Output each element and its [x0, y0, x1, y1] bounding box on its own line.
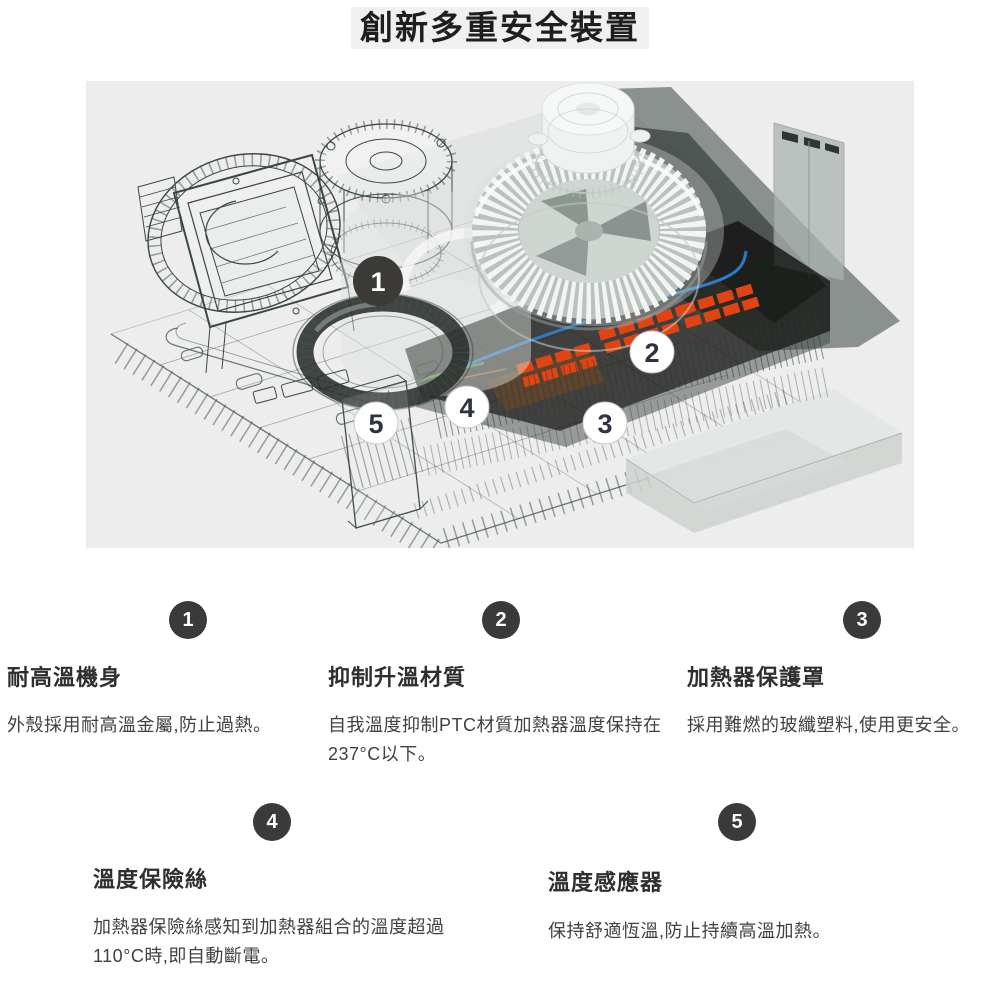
blower-fan [464, 82, 724, 352]
feature-number-badge: 3 [843, 601, 881, 639]
feature-description: 自我溫度抑制PTC材質加熱器溫度保持在 237°C以下。 [328, 711, 662, 769]
exhaust-fan-wireframe [137, 153, 355, 404]
feature-description: 外殼採用耐高溫金屬,防止過熱。 [7, 711, 272, 740]
callout-marker-2: 2 [629, 330, 675, 374]
page-title: 創新多重安全裝置 [351, 7, 649, 50]
heater-protective-grille [423, 313, 833, 476]
feature-description-line: 保持舒適恆溫,防止持續高溫加熱。 [548, 921, 831, 941]
feature-number-badge: 5 [718, 803, 756, 841]
feature-title: 耐高溫機身 [7, 665, 123, 690]
feature-description: 保持舒適恆溫,防止持續高溫加熱。 [548, 917, 831, 946]
feature-title: 抑制升溫材質 [328, 665, 467, 690]
feature-description-line: 加熱器保險絲感知到加熱器組合的溫度超過 [93, 917, 445, 937]
motor-wireframe [315, 119, 457, 287]
svg-text:3: 3 [597, 409, 612, 439]
feature-title: 加熱器保護罩 [687, 665, 826, 690]
callout-marker-3: 3 [582, 401, 628, 445]
svg-text:2: 2 [644, 338, 659, 368]
blower-motor [527, 82, 651, 198]
feature-number-badge: 2 [482, 601, 520, 639]
feature-number-badge: 4 [253, 803, 291, 841]
title-row: 創新多重安全裝置 [0, 7, 1000, 50]
cutaway-svg: 1 2 3 4 5 [86, 81, 914, 548]
feature-description-line: 237°C以下。 [328, 744, 437, 764]
feature-description-line: 採用難燃的玻纖塑料,使用更安全。 [687, 715, 970, 735]
svg-text:5: 5 [368, 409, 383, 439]
feature-description: 採用難燃的玻纖塑料,使用更安全。 [687, 711, 970, 740]
product-cutaway-illustration: 1 2 3 4 5 [86, 81, 914, 548]
mounting-plate [625, 389, 903, 533]
duct-adapter-panel [773, 122, 845, 282]
feature-number-badge: 1 [169, 601, 207, 639]
callout-marker-5: 5 [353, 401, 399, 445]
svg-text:4: 4 [459, 393, 474, 423]
feature-description-line: 110°C時,即自動斷電。 [93, 946, 280, 966]
callout-marker-1: 1 [353, 256, 403, 306]
feature-description-line: 外殼採用耐高溫金屬,防止過熱。 [7, 715, 272, 735]
feature-description: 加熱器保險絲感知到加熱器組合的溫度超過 110°C時,即自動斷電。 [93, 913, 445, 971]
svg-text:1: 1 [370, 267, 385, 297]
feature-description-line: 自我溫度抑制PTC材質加熱器溫度保持在 [328, 715, 662, 735]
feature-title: 溫度保險絲 [93, 867, 209, 892]
feature-title: 溫度感應器 [548, 870, 664, 895]
callout-marker-4: 4 [444, 385, 490, 429]
